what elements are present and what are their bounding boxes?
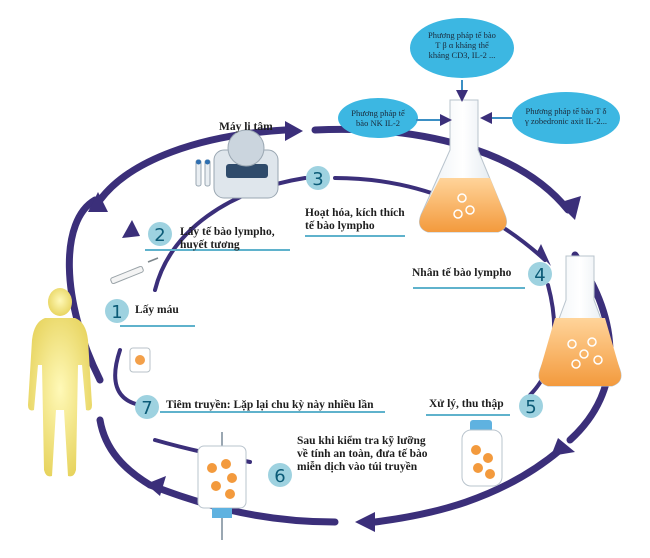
step-marker-3: 3	[306, 166, 330, 190]
outer-arrowheads	[88, 121, 581, 532]
step-4-label: Nhân tế bào lympho	[412, 267, 512, 279]
step-2-label: Lấy tế bào lympho, huyết tương	[180, 226, 275, 251]
inner-arrowheads	[122, 220, 551, 266]
infusion-bag-icon	[197, 432, 247, 540]
step-6-label: Sau khi kiểm tra kỹ lưỡng về tính an toà…	[297, 435, 428, 473]
bubble-right-text: Phương pháp tế bào T δ γ zobedronic axit…	[524, 106, 608, 126]
svg-text:3: 3	[312, 169, 323, 190]
bubble-right	[512, 92, 620, 144]
bubble-left-text: Phương pháp tế bào NK IL-2	[351, 108, 405, 128]
centrifuge-icon	[195, 129, 279, 199]
bubble-top-text: Phương pháp tế bào T β α kháng thể kháng…	[428, 30, 496, 60]
step-3-label: Hoạt hóa, kích thích tế bào lympho	[305, 207, 405, 232]
label-underlines	[120, 235, 525, 416]
step-marker-4: 4	[528, 262, 552, 286]
step-marker-2: 2	[148, 222, 172, 246]
step-marker-6: 6	[268, 463, 292, 487]
step-7-label: Tiêm truyền: Lặp lại chu kỳ này nhiều lầ…	[166, 399, 374, 411]
step-marker-7: 7	[135, 395, 159, 419]
culture-flask-activation	[419, 99, 507, 233]
method-bubbles	[338, 18, 620, 144]
step-markers: 1 2 3 4 5 6 7	[105, 166, 552, 487]
svg-text:2: 2	[154, 225, 165, 246]
bubble-left	[338, 98, 418, 138]
svg-text:6: 6	[274, 466, 285, 487]
blood-bag-icon	[129, 347, 151, 373]
step-1-label: Lấy máu	[135, 304, 179, 316]
svg-text:1: 1	[111, 302, 122, 323]
svg-text:7: 7	[141, 398, 152, 419]
step-marker-5: 5	[519, 394, 543, 418]
svg-text:5: 5	[525, 397, 536, 418]
step-marker-1: 1	[105, 299, 129, 323]
culture-flask-proliferation	[538, 255, 622, 387]
step-5-label: Xử lý, thu thập	[429, 398, 504, 410]
syringe-icon	[110, 257, 159, 285]
patient-figure	[28, 288, 92, 477]
bubble-top	[410, 18, 514, 78]
svg-text:4: 4	[534, 265, 545, 286]
centrifuge-label: Máy li tâm	[219, 121, 273, 133]
collection-bottle-icon	[461, 420, 503, 487]
